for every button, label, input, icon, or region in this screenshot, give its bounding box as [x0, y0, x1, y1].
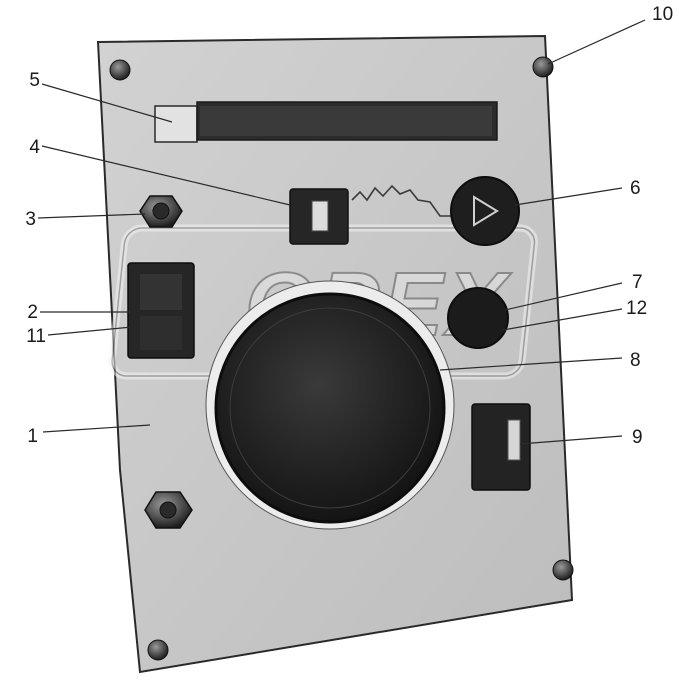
warning-lamp: [447, 287, 509, 349]
callout-6: 6: [630, 178, 641, 199]
callout-12: 12: [626, 298, 647, 319]
mounting-screws: [109, 56, 574, 661]
callout-3: 3: [25, 209, 36, 230]
callout-11: 11: [26, 326, 46, 347]
toggle-switch-lower: [144, 491, 193, 529]
gear-outline: [351, 184, 452, 217]
screw-bottom-right: [552, 559, 574, 581]
screw-top-right: [532, 56, 554, 78]
main-dial: [205, 280, 455, 530]
screw-bottom-left: [147, 639, 169, 661]
callout-2: 2: [27, 302, 38, 323]
rocker-switch-lower: [471, 403, 531, 491]
switch-block: [127, 262, 195, 359]
toggle-switch: [139, 195, 183, 228]
hazard-button: [450, 176, 520, 246]
callout-8: 8: [630, 350, 641, 371]
callout-1: 1: [27, 426, 38, 447]
callout-5: 5: [29, 70, 40, 91]
screw-top-left: [109, 59, 131, 81]
callout-4: 4: [29, 137, 40, 158]
callout-7: 7: [632, 272, 643, 293]
callout-9: 9: [632, 427, 643, 448]
indicator-strip: [154, 101, 498, 143]
rocker-switch: [289, 188, 349, 245]
leader-lines: [37, 19, 646, 445]
hazard-triangle-icon: [473, 195, 499, 227]
callout-10: 10: [652, 4, 673, 25]
